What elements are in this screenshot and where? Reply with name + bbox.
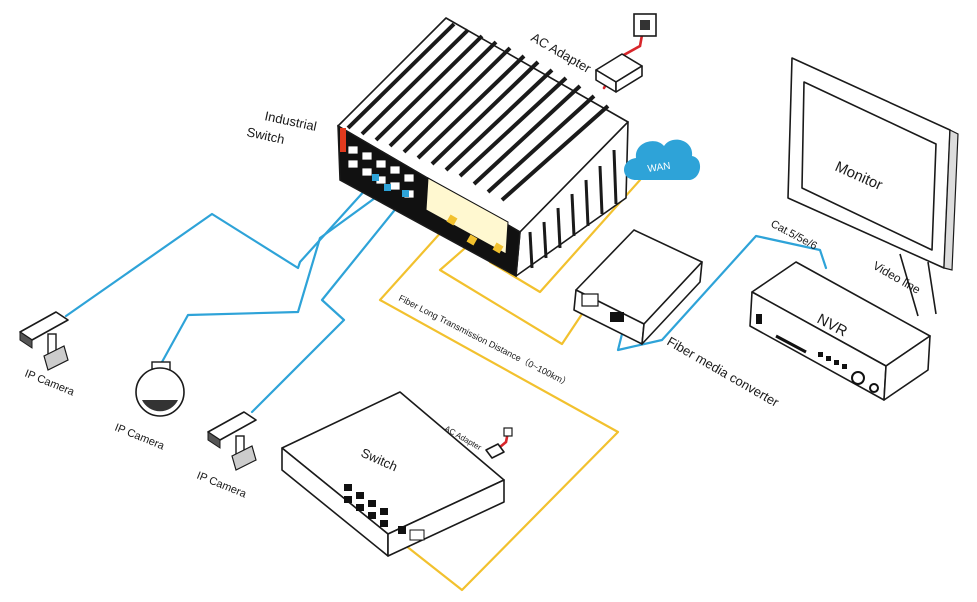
ip-camera-2 bbox=[135, 361, 185, 417]
side-fins bbox=[528, 149, 618, 269]
small-wall-outlet bbox=[503, 427, 513, 437]
wan-label: WAN bbox=[647, 161, 671, 175]
cat-cable-label: Cat.5/5e/6 bbox=[769, 218, 819, 252]
nvr bbox=[749, 261, 931, 401]
ip-camera-1-label: IP Camera bbox=[23, 368, 77, 399]
heat-sink-fins bbox=[346, 22, 610, 202]
ac-adapter-small bbox=[485, 443, 505, 459]
ac-adapter-top-label: AC Adapter bbox=[529, 30, 595, 77]
fiber-media-converter bbox=[573, 229, 703, 345]
power-terminal bbox=[340, 128, 346, 152]
fiber-connectors bbox=[446, 214, 504, 254]
ac-adapter-top bbox=[595, 13, 657, 93]
ip-camera-1 bbox=[19, 311, 69, 371]
fiber-distance-label: Fiber Long Transmission Distance（0~100km… bbox=[397, 293, 572, 389]
switch-bottom bbox=[281, 391, 513, 557]
switch-ports bbox=[344, 484, 388, 527]
ip-camera-3 bbox=[207, 411, 257, 471]
fiber-media-converter-label: Fiber media converter bbox=[665, 334, 783, 411]
industrial-switch-label-line2: Switch bbox=[245, 124, 286, 147]
video-line-label: Video line bbox=[871, 258, 924, 297]
fiber-cable-converter bbox=[438, 240, 588, 346]
wan-cloud bbox=[624, 139, 701, 180]
ethernet-cable-camera-2 bbox=[160, 188, 388, 364]
ethernet-cable-camera-3 bbox=[250, 194, 408, 414]
monitor bbox=[787, 57, 959, 317]
ip-camera-3-label: IP Camera bbox=[195, 470, 249, 501]
ip-camera-2-label: IP Camera bbox=[113, 422, 167, 453]
ethernet-cable-camera-1 bbox=[64, 176, 378, 318]
ethernet-cable-cat bbox=[616, 234, 828, 352]
industrial-switch bbox=[337, 17, 629, 278]
ethernet-plugs bbox=[372, 174, 409, 197]
